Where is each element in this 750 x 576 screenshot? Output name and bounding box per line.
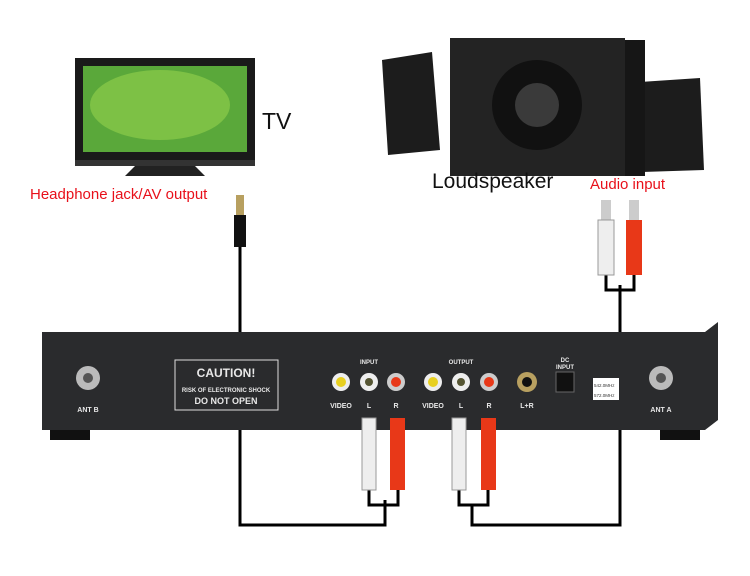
rca-jacks [332, 371, 575, 393]
ant-b-label: ANT B [77, 407, 98, 414]
caution-title: CAUTION! [197, 366, 256, 380]
output-right-label: R [486, 403, 491, 410]
ant-a-label: ANT A [650, 407, 671, 414]
freq-1: 542.0MHz [594, 383, 615, 388]
tv-illustration [75, 58, 255, 176]
input-right-label: R [393, 403, 398, 410]
headphone-jack-plug [234, 195, 246, 247]
tv-label: TV [262, 108, 292, 134]
receiver-back-panel [42, 322, 718, 440]
speaker-illustration [382, 38, 704, 176]
speaker-input-label: Audio input [590, 176, 666, 193]
mono-label: L+R [520, 403, 533, 410]
caution-subtitle: RISK OF ELECTRONIC SHOCK [182, 388, 271, 394]
receiver-rca-plugs [361, 417, 496, 491]
dc-input-label: INPUT [556, 365, 574, 371]
freq-2: 572.0MHz [594, 393, 615, 398]
speaker-rca-plugs [597, 200, 642, 276]
output-left-label: L [459, 403, 464, 410]
tv-output-label: Headphone jack/AV output [30, 186, 208, 203]
output-video-label: VIDEO [422, 403, 444, 410]
input-video-label: VIDEO [330, 403, 352, 410]
input-group-label: INPUT [360, 360, 378, 366]
input-left-label: L [367, 403, 372, 410]
dc-label: DC [561, 358, 570, 364]
output-group-label: OUTPUT [449, 360, 474, 366]
caution-warning: DO NOT OPEN [194, 396, 257, 406]
speaker-label: Loudspeaker [432, 170, 554, 193]
